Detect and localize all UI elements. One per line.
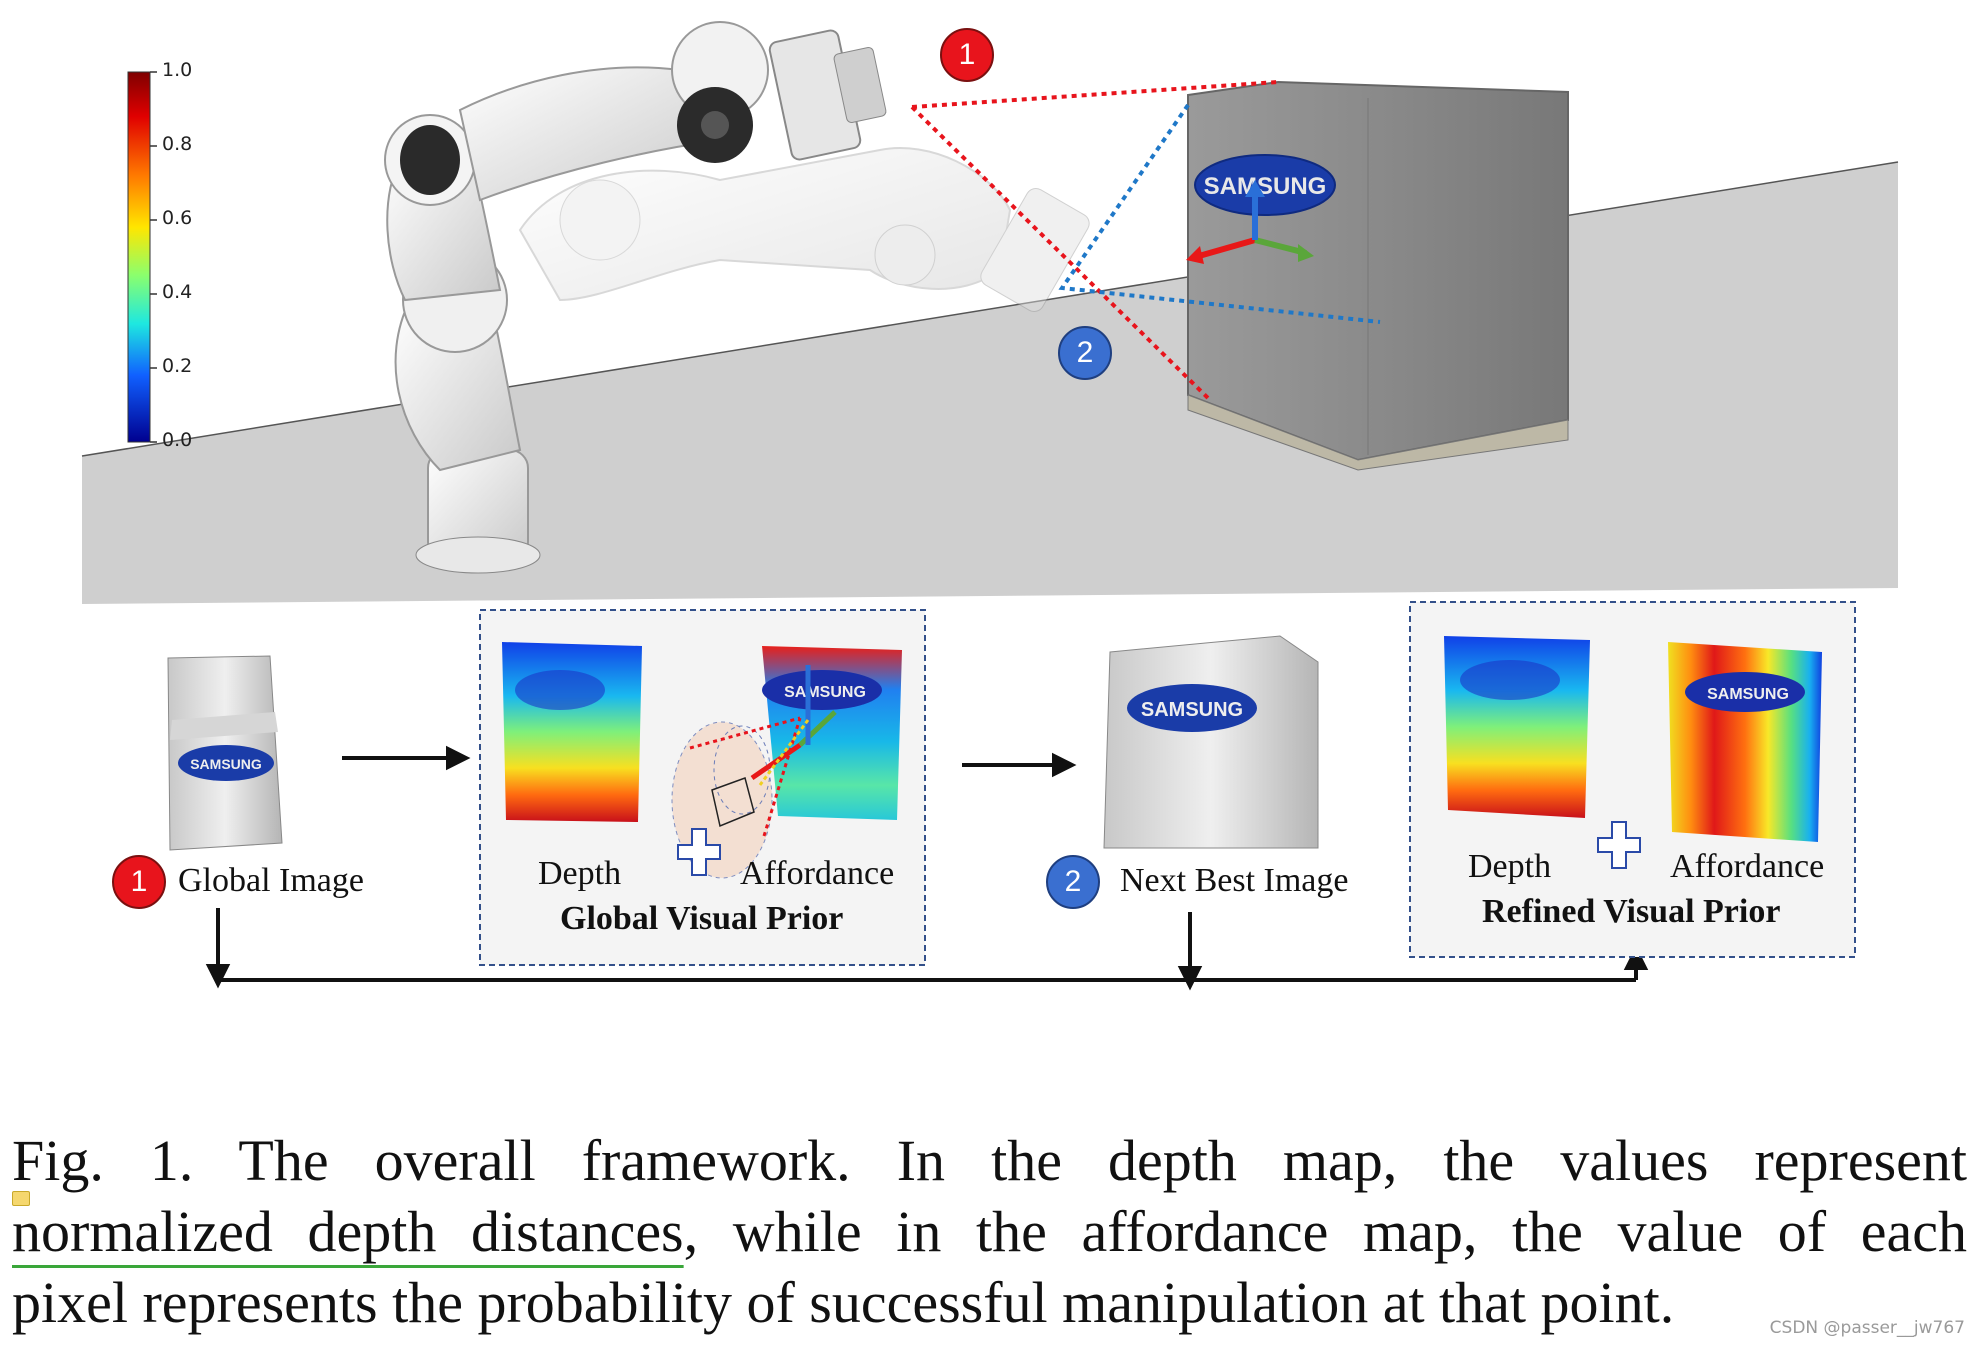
global-image-thumbnail: SAMSUNG [167,655,283,851]
global-depth-label: Depth [538,855,622,892]
comment-icon[interactable] [12,1191,30,1206]
camera-frustum-lines [910,80,1381,402]
next-best-image-label: Next Best Image [1120,862,1349,899]
caption-line-1: Fig. 1. The overall framework. In the de… [12,1128,1967,1193]
figure-caption: Fig. 1. The overall framework. In the de… [12,1125,1967,1338]
marker-1-bottom: 1 [112,855,166,909]
affordance-logo: SAMSUNG [784,684,866,701]
fridge-logo: SAMSUNG [1204,173,1327,200]
marker-2-bottom: 2 [1046,855,1100,909]
marker-1-top: 1 [940,28,994,82]
axis-y-arrow [1254,237,1307,256]
caption-line-2-rest: , while in the affordance map, the value… [683,1199,1967,1264]
colorbar [127,71,151,443]
robot-arm [384,21,887,574]
colorbar-tick-label: 0.0 [162,429,193,451]
plus-icon-refined [1597,821,1641,869]
caption-line-2: normalized depth distances, while in the… [12,1196,1967,1267]
refined-affordance-label: Affordance [1670,848,1825,885]
axis-x-arrow [1191,237,1256,261]
colorbar-tick-label: 0.2 [162,355,193,377]
global-image-logo: SAMSUNG [190,756,262,772]
refined-depth-label: Depth [1468,848,1552,885]
global-image-label: Global Image [178,862,364,899]
global-affordance-label: Affordance [740,855,895,892]
watermark: CSDN @passer__jw767 [1769,1318,1965,1338]
colorbar-tick-label: 0.8 [162,133,193,155]
refined-visual-prior-title: Refined Visual Prior [1482,893,1781,930]
plus-icon [677,828,721,876]
colorbar-ticks [150,71,157,443]
ground-edge [81,161,1899,457]
global-visual-prior-title: Global Visual Prior [560,900,844,937]
flow-arrows [205,745,1649,991]
marker-2-top: 2 [1058,326,1112,380]
colorbar-tick-label: 0.4 [162,281,193,303]
colorbar-tick-label: 1.0 [162,59,193,81]
caption-underlined-text: normalized depth distances [12,1199,684,1264]
refined-affordance-logo: SAMSUNG [1707,686,1789,703]
next-image-logo: SAMSUNG [1141,699,1243,721]
caption-line-3: pixel represents the probability of succ… [12,1270,1675,1335]
fridge-3d: SAMSUNG [1186,80,1569,471]
global-depth-map [502,642,642,822]
next-best-image-thumbnail: SAMSUNG [1103,635,1319,849]
colorbar-tick-label: 0.6 [162,207,193,229]
robot-arm-ghost [518,147,1090,312]
